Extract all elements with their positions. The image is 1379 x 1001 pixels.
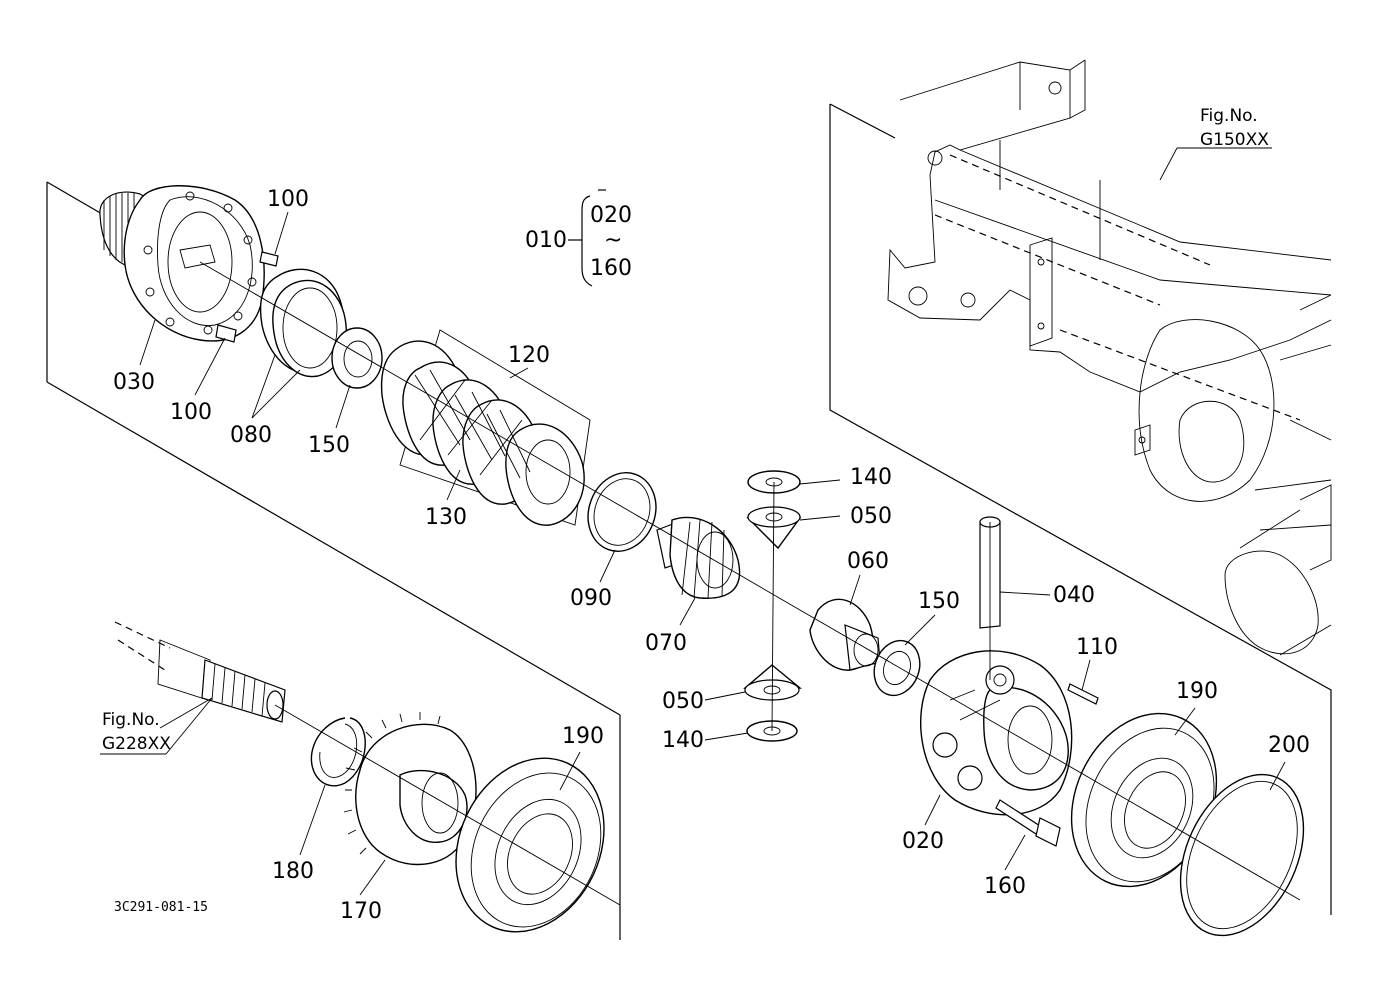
assembly-bracket: 010 020 ~ 160: [525, 189, 632, 287]
pin-110: [1067, 683, 1099, 705]
assembly-range-to: 160: [590, 256, 632, 281]
fig-ref-shaft-prefix: Fig.No.: [102, 710, 160, 730]
diff-case-020: [920, 650, 1073, 816]
side-gear-060: [809, 598, 881, 671]
shim-090: [587, 472, 657, 552]
callout-040: 040: [1053, 583, 1095, 608]
pin-100-bottom: [215, 324, 237, 343]
callout-150-right: 150: [918, 589, 960, 614]
callout-080: 080: [230, 423, 272, 448]
fig-ref-shaft-code[interactable]: G228XX: [102, 734, 171, 754]
callout-060: 060: [847, 549, 889, 574]
clutch-pack-120-130: [380, 329, 591, 526]
callout-050-top: 050: [850, 504, 892, 529]
side-gear-070: [656, 516, 741, 599]
drawing-code: 3C291-081-15: [114, 900, 208, 915]
pin-100-top: [259, 251, 279, 267]
callout-190-right: 190: [1176, 679, 1218, 704]
frame-lines: [46, 103, 1332, 940]
callout-150-left: 150: [308, 433, 350, 458]
axis-lines: [199, 261, 1301, 906]
callout-100-top: 100: [267, 187, 309, 212]
callout-100-bottom: 100: [170, 400, 212, 425]
axle-shaft: [114, 621, 286, 723]
washer-150-left: [331, 327, 383, 389]
callout-140-top: 140: [850, 465, 892, 490]
callout-labels: 100 030 100 080 150 120 130 090 140 050 …: [113, 187, 1310, 924]
assembly-main-ref: 010: [525, 228, 567, 253]
ring-gear-170: [343, 712, 477, 866]
assembly-range-from: 020: [590, 203, 632, 228]
callout-120: 120: [508, 343, 550, 368]
transmission-housing: [887, 59, 1332, 656]
callout-030: 030: [113, 370, 155, 395]
callout-160: 160: [984, 874, 1026, 899]
fig-ref-housing-code[interactable]: G150XX: [1200, 130, 1269, 150]
callout-130: 130: [425, 505, 467, 530]
callout-110: 110: [1076, 635, 1118, 660]
callout-070: 070: [645, 631, 687, 656]
assembly-range-tilde: ~: [604, 228, 622, 253]
fig-ref-housing-prefix: Fig.No.: [1200, 106, 1258, 126]
washer-150-right: [873, 639, 921, 697]
callout-190-left: 190: [562, 724, 604, 749]
bolt-160: [995, 799, 1061, 847]
circlip-180: [310, 717, 366, 787]
diff-case-030: [99, 185, 265, 342]
callout-200: 200: [1268, 733, 1310, 758]
bearing-190-left: [455, 757, 605, 933]
leader-lines: [139, 147, 1286, 896]
callout-090: 090: [570, 586, 612, 611]
callout-170: 170: [340, 899, 382, 924]
figure-ref-housing[interactable]: Fig.No. G150XX: [1177, 106, 1272, 150]
callout-180: 180: [272, 859, 314, 884]
figure-ref-shaft[interactable]: Fig.No. G228XX: [100, 697, 213, 755]
callout-140-bottom: 140: [662, 728, 704, 753]
snap-ring-200: [1179, 773, 1305, 937]
callout-050-bottom: 050: [662, 689, 704, 714]
callout-020: 020: [902, 829, 944, 854]
